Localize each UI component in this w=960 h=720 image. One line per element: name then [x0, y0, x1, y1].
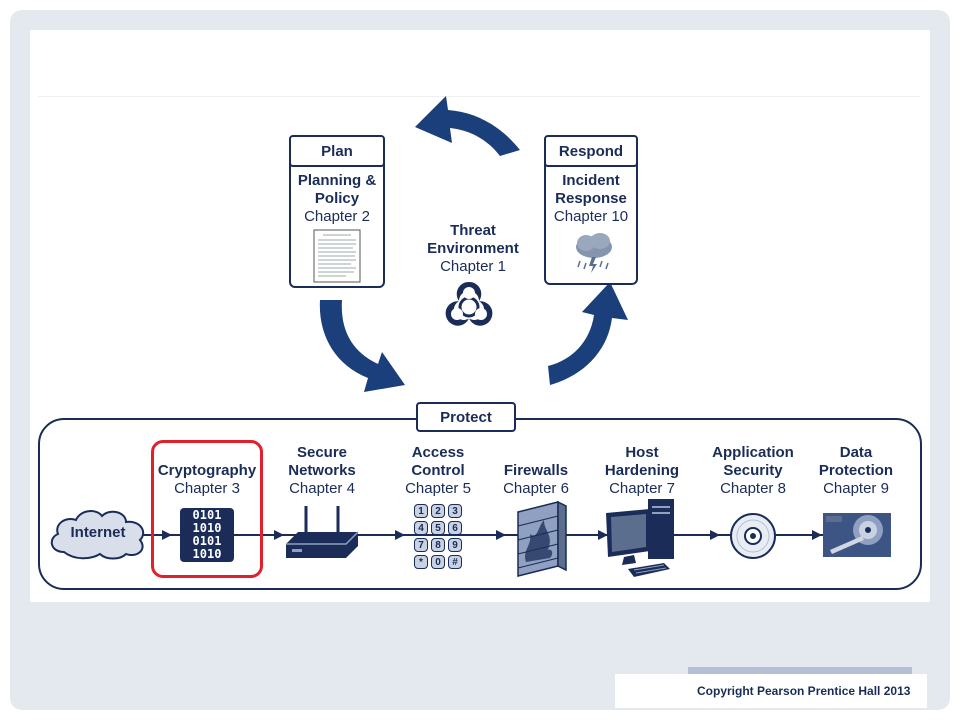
- step-line2: Protection: [818, 462, 894, 479]
- internet-cloud-icon: [50, 510, 145, 560]
- keypad-key: 1: [414, 503, 428, 518]
- respond-label: Incident Response Chapter 10: [544, 172, 638, 226]
- storm-cloud-icon: [576, 233, 612, 273]
- policy-document-icon: [313, 229, 361, 283]
- computer-icon: [606, 499, 674, 577]
- step-chapter: Chapter 5: [405, 480, 471, 497]
- internet-label: Internet: [70, 524, 126, 541]
- cd-disc-icon: [730, 513, 776, 559]
- step-secure-networks: Secure Networks Chapter 4: [272, 444, 372, 498]
- biohazard-icon: [445, 281, 493, 326]
- threat-line1: Threat: [450, 222, 496, 239]
- threat-line2: Environment: [427, 240, 519, 257]
- footer-accent-bar: [688, 667, 912, 674]
- keypad-key: *: [414, 554, 428, 569]
- step-host-hardening: Host Hardening Chapter 7: [594, 444, 690, 498]
- hard-drive-icon: [823, 513, 891, 557]
- step-line2: Cryptography: [157, 462, 257, 479]
- step-cryptography: Cryptography Chapter 3: [148, 444, 266, 498]
- respond-title-line2: Response: [555, 190, 627, 207]
- step-line2: Control: [411, 462, 465, 479]
- keypad-key: 2: [431, 503, 445, 518]
- plan-title-line1: Planning &: [297, 172, 377, 189]
- footer-box: [615, 674, 927, 708]
- step-line1: Host: [625, 444, 659, 461]
- keypad-icon: 1 2 3 4 5 6 7 8 9 * 0 #: [413, 502, 463, 570]
- step-line2: Networks: [288, 462, 356, 479]
- step-line2: Hardening: [604, 462, 680, 479]
- firewall-icon: [517, 500, 567, 577]
- router-icon: [286, 506, 359, 558]
- step-chapter: Chapter 7: [609, 480, 675, 497]
- respond-title-line1: Incident: [562, 172, 620, 189]
- step-line1: [148, 444, 266, 462]
- step-line1: Access: [411, 444, 465, 461]
- step-line1: [494, 444, 578, 462]
- keypad-key: 8: [431, 537, 445, 552]
- threat-environment-label: Threat Environment Chapter 1: [418, 222, 528, 276]
- step-chapter: Chapter 4: [289, 480, 355, 497]
- keypad-key: 3: [448, 503, 462, 518]
- plan-tab: Plan: [289, 135, 385, 167]
- plan-title-line2: Policy: [314, 190, 360, 207]
- step-chapter: Chapter 9: [823, 480, 889, 497]
- threat-chapter: Chapter 1: [440, 258, 506, 275]
- step-chapter: Chapter 6: [503, 480, 569, 497]
- step-application-security: Application Security Chapter 8: [704, 444, 802, 498]
- step-line1: Secure: [296, 444, 348, 461]
- cryptography-highlight: [151, 440, 263, 578]
- step-line1: Application: [712, 444, 794, 461]
- keypad-key: 0: [431, 554, 445, 569]
- plan-label: Planning & Policy Chapter 2: [289, 172, 385, 226]
- step-firewalls: Firewalls Chapter 6: [494, 444, 578, 498]
- copyright-text: Copyright Pearson Prentice Hall 2013: [697, 684, 911, 698]
- protect-tab: Protect: [416, 402, 516, 432]
- title-band: [38, 38, 920, 97]
- respond-chapter: Chapter 10: [553, 208, 629, 225]
- step-line1: Data: [839, 444, 873, 461]
- keypad-key: 9: [448, 537, 462, 552]
- respond-tab: Respond: [544, 135, 638, 167]
- step-line2: Security: [723, 462, 783, 479]
- step-chapter: Chapter 8: [720, 480, 786, 497]
- keypad-key: 6: [448, 520, 462, 535]
- plan-chapter: Chapter 2: [304, 208, 370, 225]
- step-chapter: Chapter 3: [174, 480, 240, 497]
- keypad-key: 5: [431, 520, 445, 535]
- step-line2: Firewalls: [503, 462, 569, 479]
- step-data-protection: Data Protection Chapter 9: [808, 444, 904, 498]
- keypad-key: 4: [414, 520, 428, 535]
- keypad-key: #: [448, 554, 462, 569]
- keypad-key: 7: [414, 537, 428, 552]
- step-access-control: Access Control Chapter 5: [396, 444, 480, 498]
